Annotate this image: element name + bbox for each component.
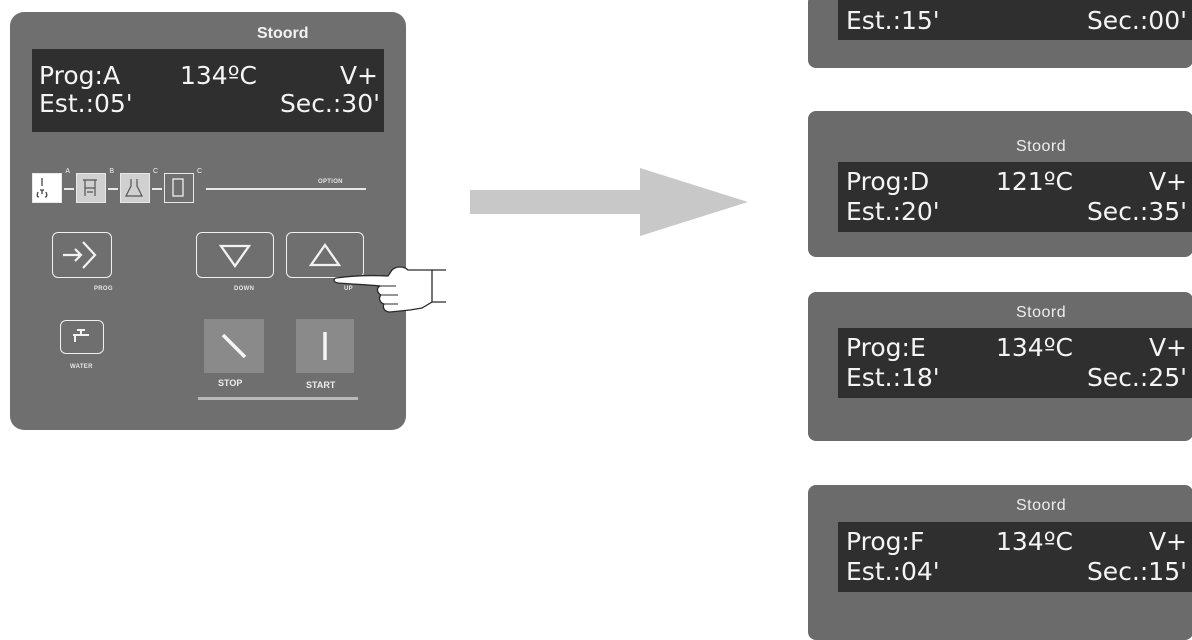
brand-logo: Stoord: [257, 25, 309, 42]
screen-mode: V+: [1148, 333, 1187, 362]
divider: [152, 188, 162, 190]
display-screen: Stoord Prog:F 134ºC V+ Est.:04' Sec.:15': [808, 485, 1192, 640]
display-mode: V+: [339, 61, 378, 90]
screen-est: Est.:15': [846, 6, 940, 35]
instruments-icon[interactable]: A: [32, 168, 70, 203]
screen-temp: 134ºC: [996, 527, 1073, 556]
screen-est: Est.:04': [846, 557, 940, 586]
control-panel: Stoord Prog:A 134ºC V+ Est.:05' Sec.:30'…: [10, 12, 406, 430]
screen-prog: Prog:F: [846, 527, 925, 556]
mode-letter: A: [65, 168, 70, 175]
start-bar-icon: [323, 332, 327, 360]
container-icon[interactable]: C: [164, 168, 202, 203]
basket-icon[interactable]: B: [76, 168, 114, 203]
display-sec: Sec.:30': [279, 89, 380, 118]
screen-sec: Sec.:35': [1086, 197, 1187, 226]
bottom-bar: [198, 397, 358, 400]
start-button[interactable]: [296, 319, 354, 373]
triangle-down-icon: [218, 244, 252, 269]
display-screen: Est.:15' Sec.:00': [808, 0, 1192, 68]
flask-icon[interactable]: C: [120, 168, 158, 203]
start-label: START: [306, 380, 336, 390]
screen-temp: 121ºC: [996, 167, 1073, 196]
stop-label: STOP: [218, 378, 243, 388]
triangle-up-icon: [308, 242, 342, 267]
screen-est: Est.:18': [846, 363, 940, 392]
option-label: OPTION: [318, 179, 343, 185]
screen-sec: Sec.:15': [1086, 557, 1187, 586]
faucet-icon: [73, 329, 89, 342]
up-label: UP: [344, 286, 353, 292]
stop-slash-icon: [221, 333, 247, 359]
water-label: WATER: [70, 364, 93, 370]
divider: [108, 188, 118, 190]
display-prog: Prog:A: [39, 61, 121, 90]
down-label: DOWN: [234, 286, 255, 292]
brand-logo: Stoord: [1016, 138, 1067, 155]
screen-mode: V+: [1148, 167, 1187, 196]
water-button[interactable]: [60, 320, 104, 354]
enter-arrow-icon: [63, 241, 97, 269]
screen-mode: V+: [1148, 527, 1187, 556]
mode-letter: B: [109, 168, 114, 175]
main-display: Prog:A 134ºC V+ Est.:05' Sec.:30': [32, 49, 384, 132]
screen-sec: Sec.:00': [1086, 6, 1187, 35]
screen-sec: Sec.:25': [1086, 363, 1187, 392]
screen-prog: Prog:E: [846, 333, 926, 362]
brand-logo: Stoord: [1016, 497, 1067, 514]
up-button[interactable]: [286, 232, 364, 278]
right-arrow-icon: [470, 168, 748, 236]
screen-est: Est.:20': [846, 197, 940, 226]
display-temp: 134ºC: [180, 61, 257, 90]
display-screen: Stoord Prog:D 121ºC V+ Est.:20' Sec.:35': [808, 111, 1192, 257]
pointing-hand-icon: [333, 266, 446, 313]
mode-letter: C: [196, 168, 202, 175]
divider: [64, 188, 74, 190]
display-est: Est.:05': [39, 89, 133, 118]
display-screen: Stoord Prog:E 134ºC V+ Est.:18' Sec.:25': [808, 292, 1192, 441]
prog-label: PROG: [94, 286, 113, 292]
option-line: [206, 188, 366, 190]
screen-prog: Prog:D: [846, 167, 930, 196]
brand-logo: Stoord: [1016, 304, 1067, 321]
mode-letter: C: [152, 168, 158, 175]
screen-temp: 134ºC: [996, 333, 1073, 362]
down-button[interactable]: [196, 232, 274, 278]
prog-button[interactable]: [52, 232, 112, 278]
stop-button[interactable]: [204, 319, 264, 373]
